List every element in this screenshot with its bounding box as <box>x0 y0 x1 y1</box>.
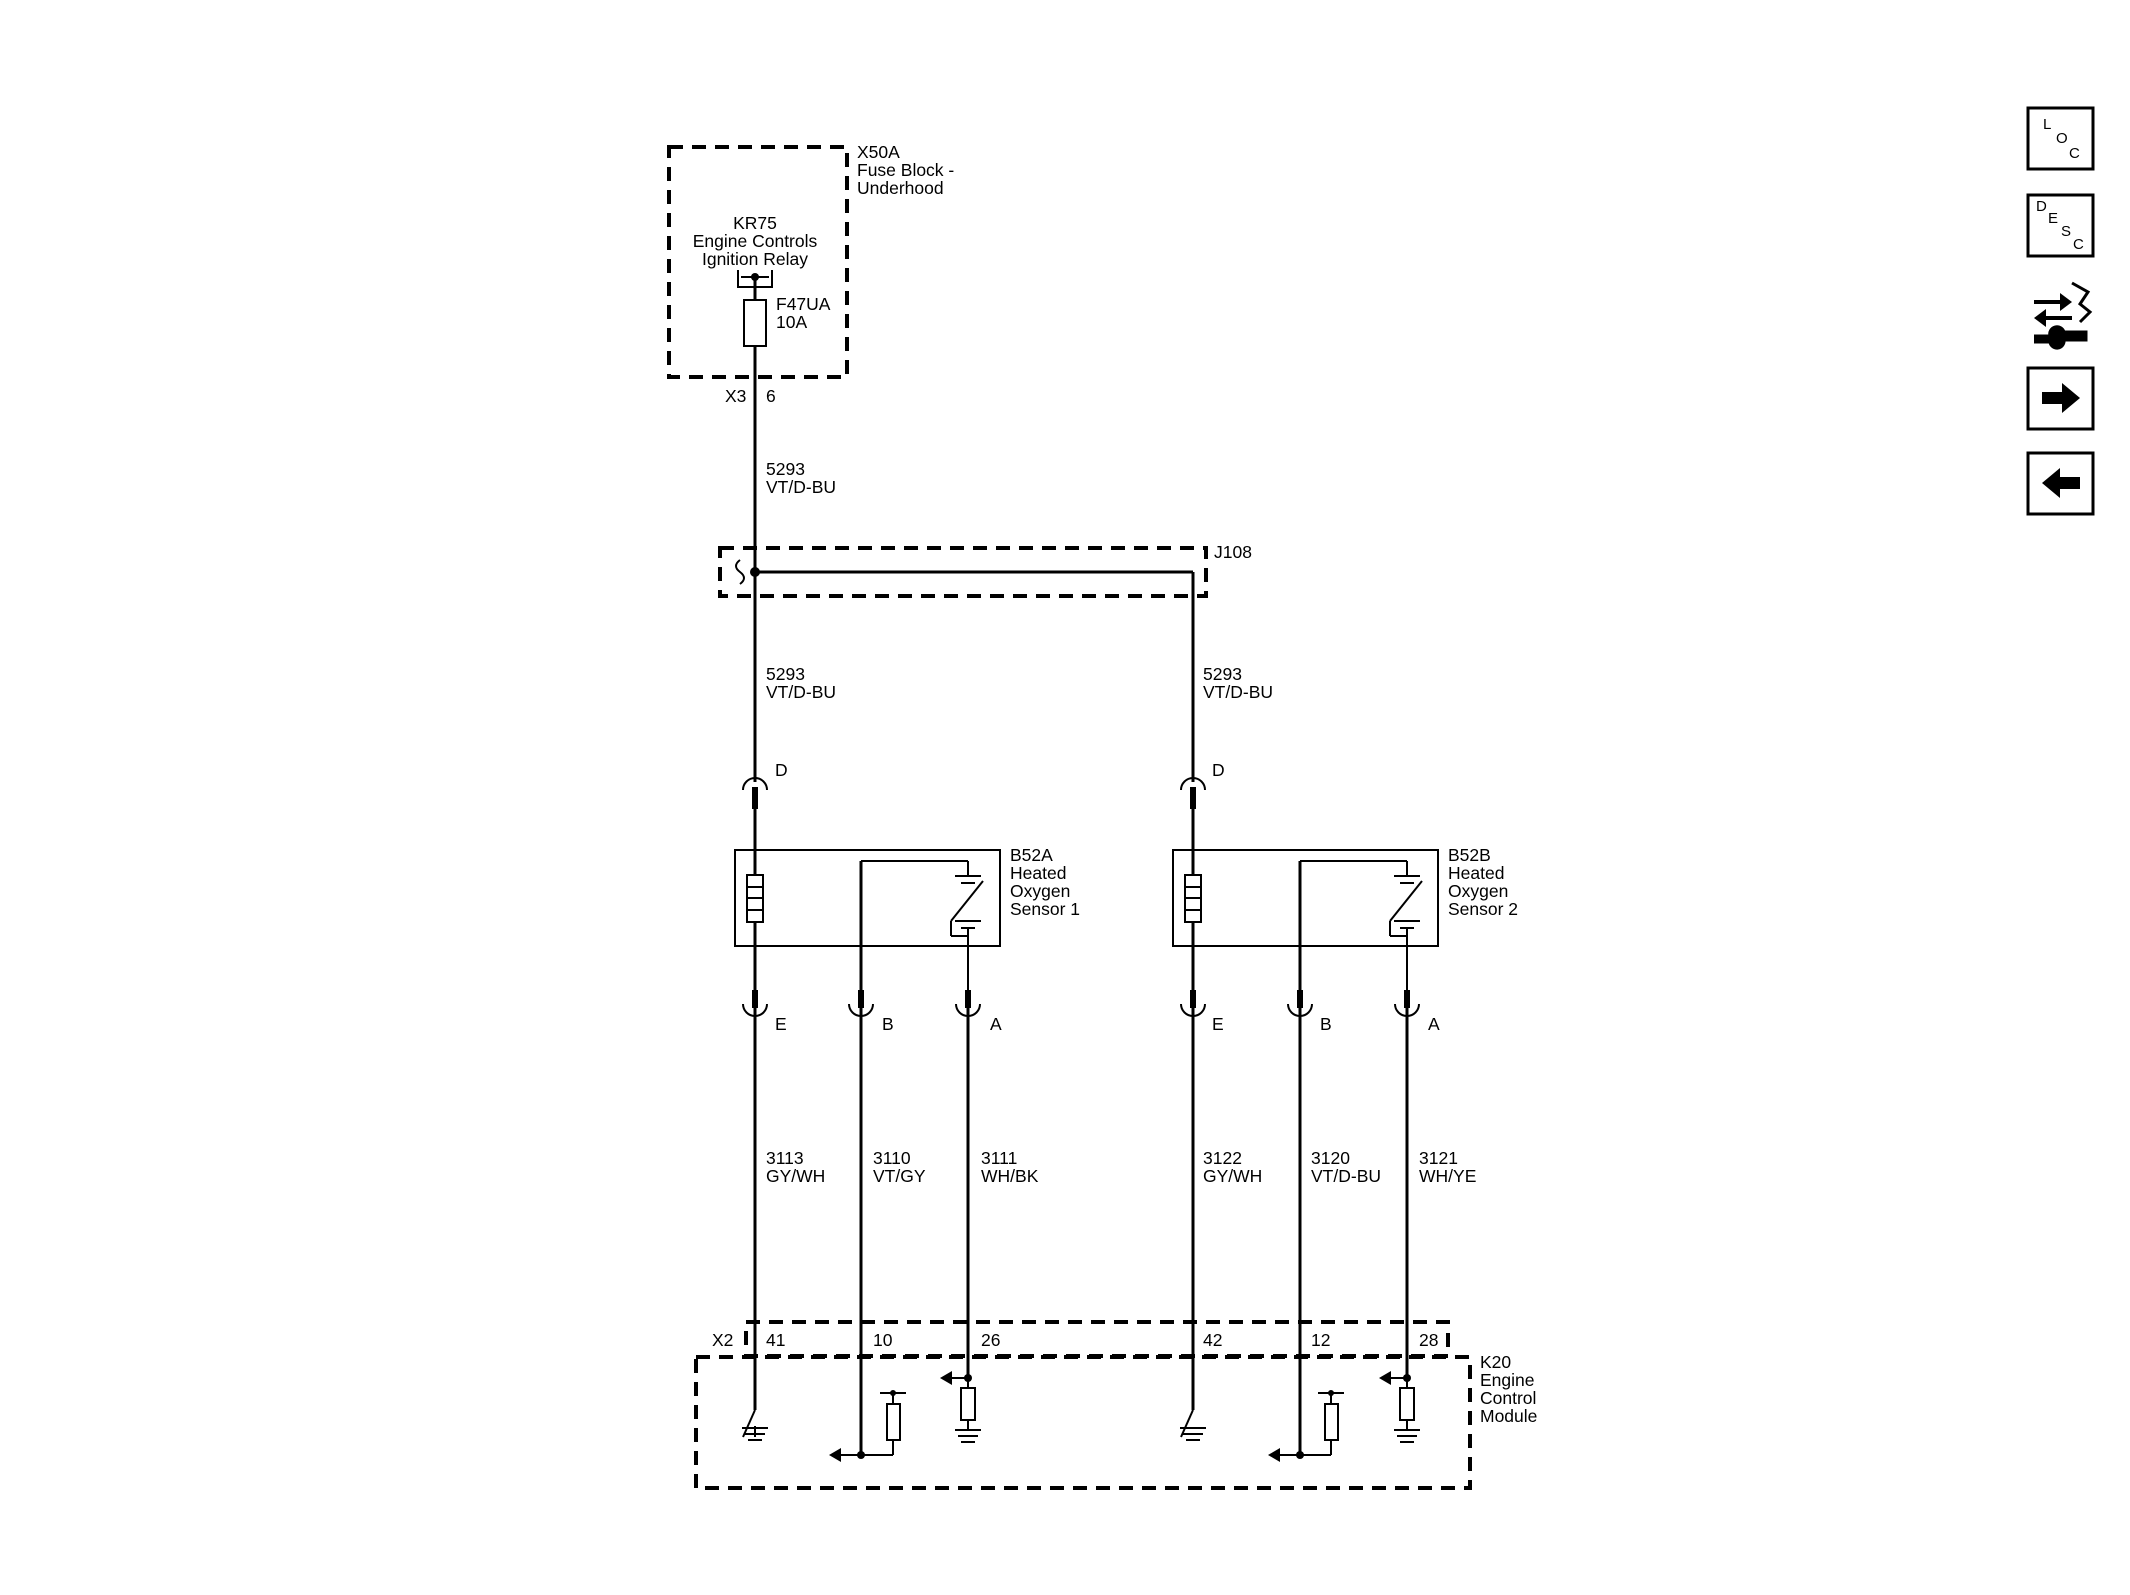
sensor2-pin-b: B <box>1320 1014 1332 1034</box>
wire-3122-color: GY/WH <box>1203 1166 1262 1186</box>
wire-3121-color: WH/YE <box>1419 1166 1476 1186</box>
sensor2-connector-e: E <box>1180 990 1224 1034</box>
ecm-name-line2: Control <box>1480 1388 1536 1408</box>
svg-text:C: C <box>2073 236 2084 253</box>
fuse-block-id: X50A <box>857 142 900 162</box>
svg-text:O: O <box>2056 130 2068 147</box>
ecm-low-reference-1 <box>829 1390 906 1462</box>
ecm-name-line3: Module <box>1480 1406 1537 1426</box>
feed-wire-color: VT/D-BU <box>766 477 836 497</box>
sensor2-name-line3: Sensor 2 <box>1448 899 1518 919</box>
wire-3122-circuit: 3122 <box>1203 1148 1242 1168</box>
svg-text:D: D <box>2036 198 2047 215</box>
svg-text:C: C <box>2069 145 2080 162</box>
sensor1-name-line3: Sensor 1 <box>1010 899 1080 919</box>
sensor-b52a: D B52A Heated Oxygen Sensor 1 <box>734 760 1080 1034</box>
sensor1-pin-e: E <box>775 1014 787 1034</box>
fuse-block-name-line1: Fuse Block - <box>857 160 954 180</box>
fuse-rating: 10A <box>776 312 807 332</box>
fuse-block-name-line2: Underhood <box>857 178 944 198</box>
fuse-id: F47UA <box>776 294 831 314</box>
sensor1-name-line2: Oxygen <box>1010 881 1070 901</box>
next-button[interactable] <box>2026 366 2095 431</box>
sensor1-id: B52A <box>1010 845 1053 865</box>
sensor1-name-line1: Heated <box>1010 863 1066 883</box>
sensor1-pin-a: A <box>990 1014 1002 1034</box>
relay-name-line1: Engine Controls <box>693 231 818 251</box>
ecm-pin-28: 28 <box>1419 1330 1438 1350</box>
wire-3111-color: WH/BK <box>981 1166 1039 1186</box>
sensor2-pin-a: A <box>1428 1014 1440 1034</box>
loc-button[interactable]: L O C <box>2026 106 2095 171</box>
desc-icon: D E S C <box>2036 198 2084 253</box>
wire-3111-circuit: 3111 <box>981 1148 1017 1168</box>
wire-3120-color: VT/D-BU <box>1311 1166 1381 1186</box>
sensor2-pin-e: E <box>1212 1014 1224 1034</box>
sensor1-connector-b: B <box>848 990 894 1034</box>
ecm-pin-26: 26 <box>981 1330 1000 1350</box>
fuse-block-pin: 6 <box>766 386 776 406</box>
svg-text:E: E <box>2048 210 2058 227</box>
sensor1-oxygen-element-symbol <box>950 861 984 990</box>
connector-repair-icon <box>2034 281 2093 350</box>
loc-icon: L O C <box>2043 116 2080 162</box>
sensor1-supply-circuit: 5293 <box>766 664 805 684</box>
ecm-pin-42: 42 <box>1203 1330 1222 1350</box>
sensor2-heater-symbol <box>1184 874 1202 923</box>
sensor1-supply-color: VT/D-BU <box>766 682 836 702</box>
fuse-block-x50a: X50A Fuse Block - Underhood KR75 Engine … <box>667 142 954 406</box>
sensor2-connector-b: B <box>1287 990 1332 1034</box>
relay-name-line2: Ignition Relay <box>702 249 808 269</box>
wire-3120-circuit: 3120 <box>1311 1148 1350 1168</box>
wire-3110-circuit: 3110 <box>873 1148 911 1168</box>
sensor2-supply-circuit: 5293 <box>1203 664 1242 684</box>
ecm-signal-2 <box>1379 1371 1420 1443</box>
ecm-heater-switch-1 <box>742 1409 768 1441</box>
sensor1-pin-b: B <box>882 1014 894 1034</box>
ecm-low-reference-2 <box>1268 1390 1344 1462</box>
wire-3113-circuit: 3113 <box>766 1148 804 1168</box>
wire-3121-circuit: 3121 <box>1419 1148 1458 1168</box>
sensor2-oxygen-element-symbol <box>1389 861 1423 990</box>
back-button[interactable] <box>2026 451 2095 516</box>
splice-id: J108 <box>1214 542 1252 562</box>
sensor1-connector-e: E <box>742 990 787 1034</box>
ecm-k20: X2 41 10 26 42 12 28 K20 Engine Control … <box>694 1320 1537 1490</box>
sensor-to-ecm-wires <box>753 1008 1409 1455</box>
svg-text:L: L <box>2043 116 2051 133</box>
wire-3113-color: GY/WH <box>766 1166 825 1186</box>
wire-3110-color: VT/GY <box>873 1166 926 1186</box>
sensor2-name-line1: Heated <box>1448 863 1504 883</box>
back-arrow-icon <box>2042 468 2080 498</box>
fuse-block-connector: X3 <box>725 386 746 406</box>
fuse-f47ua-symbol <box>743 299 767 347</box>
ecm-pin-10: 10 <box>873 1330 893 1350</box>
sensor2-supply-color: VT/D-BU <box>1203 682 1273 702</box>
ecm-signal-1 <box>940 1371 981 1443</box>
ecm-pin-41: 41 <box>766 1330 785 1350</box>
feed-wire-circuit: 5293 <box>766 459 805 479</box>
sensor1-heater-symbol <box>746 874 764 923</box>
splice-j108: J108 <box>718 542 1252 782</box>
ecm-name-line1: Engine <box>1480 1370 1535 1390</box>
sensor1-pin-d: D <box>775 760 788 780</box>
sensor2-name-line2: Oxygen <box>1448 881 1508 901</box>
sensor-b52b: D B52B Heated Oxygen Sensor 2 <box>1172 760 1518 1034</box>
sensor2-connector-a: A <box>1394 990 1440 1034</box>
sensor1-connector-a: A <box>955 990 1002 1034</box>
sensor2-pin-d: D <box>1212 760 1225 780</box>
ecm-id: K20 <box>1480 1352 1511 1372</box>
next-arrow-icon <box>2042 383 2080 413</box>
connector-repair-button[interactable] <box>2028 277 2093 350</box>
desc-button[interactable]: D E S C <box>2026 193 2095 258</box>
ecm-pin-12: 12 <box>1311 1330 1330 1350</box>
ecm-heater-switch-2 <box>1180 1409 1206 1441</box>
relay-id: KR75 <box>733 213 777 233</box>
ecm-connector: X2 <box>712 1330 733 1350</box>
svg-text:S: S <box>2061 223 2071 240</box>
sensor2-id: B52B <box>1448 845 1491 865</box>
